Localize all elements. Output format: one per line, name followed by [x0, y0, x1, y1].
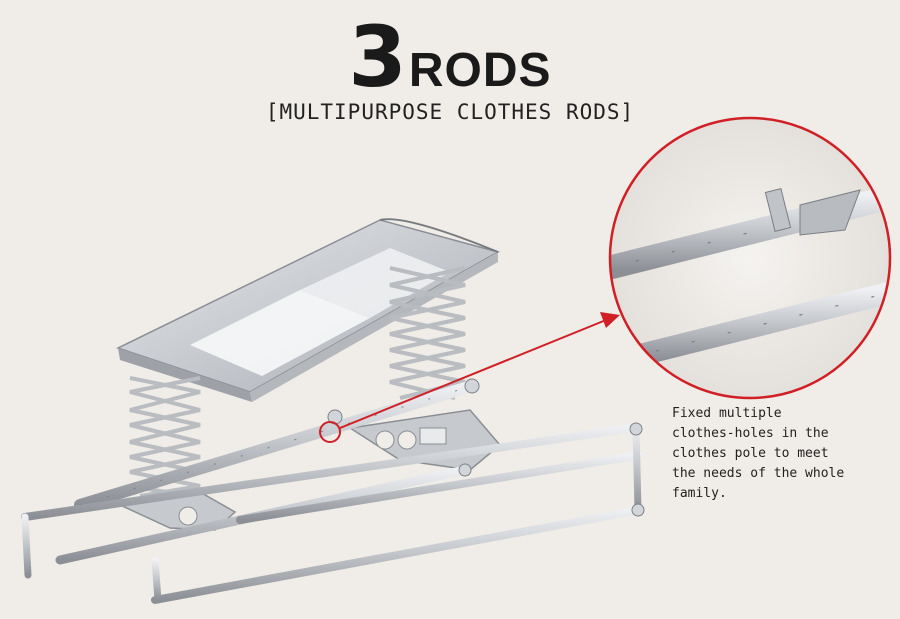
title-word: RODS — [408, 44, 552, 97]
description-line: clothes pole to meet — [672, 446, 829, 461]
right-scissor-lift — [389, 266, 466, 400]
feature-description: Fixed multiple clothes-holes in the clot… — [672, 404, 872, 504]
description-line: the needs of the whole — [672, 466, 845, 481]
description-line: Fixed multiple — [672, 406, 782, 421]
description-line: clothes-holes in the — [672, 426, 829, 441]
clothes-rods — [21, 378, 645, 604]
callout-arrow-line — [339, 319, 607, 429]
zoom-ring — [608, 116, 892, 400]
description-line: family. — [672, 486, 727, 501]
callout-arrow-head — [600, 312, 620, 328]
zoom-detail — [608, 116, 892, 400]
product-title: 3RODS — [0, 8, 900, 106]
detail-marker — [319, 421, 341, 443]
title-number: 3 — [348, 8, 406, 106]
product-subtitle: [MULTIPURPOSE CLOTHES RODS] — [265, 100, 635, 124]
motor-housing — [116, 218, 500, 402]
